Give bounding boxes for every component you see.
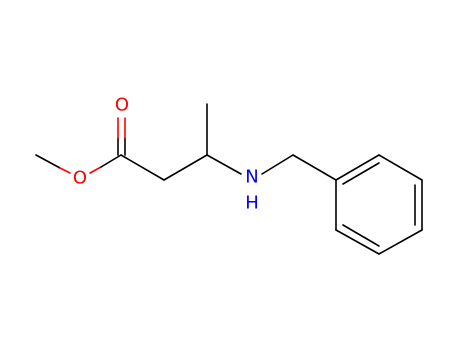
bond-ch-n — [206, 154, 242, 175]
bond-n-benzylch2 — [261, 154, 294, 175]
benzene-ring — [335, 154, 423, 255]
bond-benzylch2-ring — [292, 154, 337, 181]
atom-o-carbonyl: O — [115, 95, 129, 116]
bond-methyl-o-red — [59, 167, 71, 174]
bond-o-carbonylc — [100, 154, 122, 168]
bond-methyl-o — [35, 154, 61, 169]
bond-o-carbonylc-red — [89, 166, 102, 174]
bond-ch2-ch — [163, 154, 208, 181]
atom-o-ester: O — [73, 168, 87, 189]
bond-carbonylc-ch2 — [120, 154, 165, 181]
atom-n-amine: N — [245, 167, 258, 188]
atom-h-amine: H — [245, 193, 259, 214]
